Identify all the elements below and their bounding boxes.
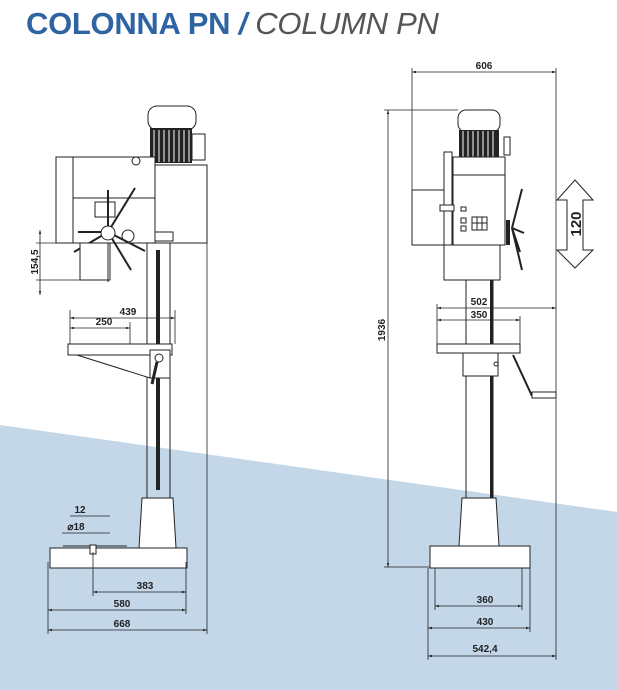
dim-slot-diameter: ⌀18 [67, 522, 85, 533]
title-italian: COLONNA PN [26, 6, 231, 41]
dim-quill-travel: 154,5 [30, 249, 41, 274]
dim-base-inner: 360 [477, 595, 494, 606]
page-title: COLONNA PN / COLUMN PN [26, 6, 439, 42]
dim-base-center: 383 [137, 581, 154, 592]
dim-overall-height: 1936 [377, 318, 388, 341]
spindle-hub [100, 225, 116, 241]
dim-overall-width: 606 [476, 61, 493, 72]
work-table [436, 343, 557, 399]
motor [147, 105, 206, 163]
drill-head [411, 151, 506, 281]
drill-head [55, 156, 208, 244]
base [429, 497, 531, 569]
dim-base-slot-span: 580 [114, 599, 131, 610]
dim-table-outer: 502 [471, 297, 488, 308]
dim-slot-width: 12 [74, 505, 86, 516]
background-band [0, 425, 617, 690]
dim-table-inner: 350 [471, 310, 488, 321]
feed-handles [511, 188, 525, 271]
dim-overall-base: 542,4 [472, 644, 497, 655]
motor [457, 109, 511, 158]
dim-overall-depth: 668 [114, 619, 131, 630]
title-separator: / [238, 6, 248, 41]
dim-table-inner: 250 [96, 317, 113, 328]
column [465, 280, 494, 498]
front-view: 154,5 439 250 12 ⌀18 383 580 668 [30, 105, 208, 634]
quill [79, 242, 111, 282]
title-english: COLUMN PN [255, 6, 439, 41]
dim-head-travel: 120 [568, 211, 585, 236]
side-view: 606 1936 120 502 350 360 430 542,4 [377, 61, 595, 660]
base [49, 497, 188, 569]
head-travel-arrow: 120 [555, 179, 595, 269]
work-table [67, 343, 173, 385]
dim-table-outer: 439 [120, 307, 137, 318]
dim-base-width: 430 [477, 617, 494, 628]
